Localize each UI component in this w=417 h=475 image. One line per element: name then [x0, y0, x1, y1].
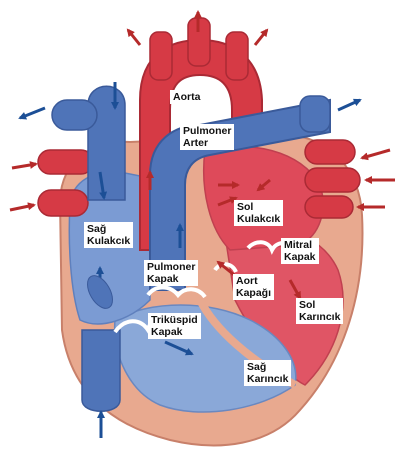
blue-arrow	[18, 106, 46, 120]
blue-arrow	[164, 340, 194, 356]
aorta-branch	[225, 31, 249, 81]
pulmonary-valve-shape	[146, 285, 207, 299]
pulmonary-vein	[37, 149, 94, 175]
label-right-ventricle: Sağ Karıncık	[244, 360, 292, 386]
red-arrow	[11, 161, 38, 170]
red-arrow	[288, 279, 302, 300]
pulmonary-vein	[304, 167, 361, 193]
label-left-atrium: Sol Kulakcık	[234, 200, 284, 226]
red-arrow	[126, 28, 142, 46]
label-pulmonary-valve: Pulmoner Kapak	[144, 260, 199, 286]
red-arrow	[253, 28, 269, 46]
left-atrium-chamber	[202, 145, 324, 251]
superior-vena-cava	[87, 85, 126, 201]
aorta-branch	[149, 31, 173, 81]
red-arrow	[9, 202, 36, 212]
vena-cava-branch	[51, 99, 98, 131]
blue-arrow	[337, 98, 362, 112]
inferior-vena-cava	[81, 329, 121, 412]
label-left-ventricle: Sol Karıncık	[296, 298, 344, 324]
valve-opening	[87, 275, 113, 309]
label-mitral-valve: Mitral Kapak	[281, 238, 319, 264]
label-tricuspid-valve: Triküspid Kapak	[148, 313, 201, 339]
pulmonary-vein	[304, 195, 354, 219]
label-pulmonary-artery: Pulmoner Arter	[180, 124, 235, 150]
label-right-atrium: Sağ Kulakcık	[84, 222, 134, 248]
red-arrow	[217, 196, 238, 207]
blue-arrow	[98, 171, 108, 200]
red-arrow	[360, 148, 391, 161]
red-arrow	[256, 178, 271, 192]
label-aortic-valve: Aort Kapağı	[233, 274, 275, 300]
pulmonary-vein	[37, 189, 89, 217]
pulmonary-artery-branch	[299, 95, 331, 133]
label-aorta: Aorta	[170, 90, 204, 104]
pulmonary-vein	[304, 139, 356, 165]
